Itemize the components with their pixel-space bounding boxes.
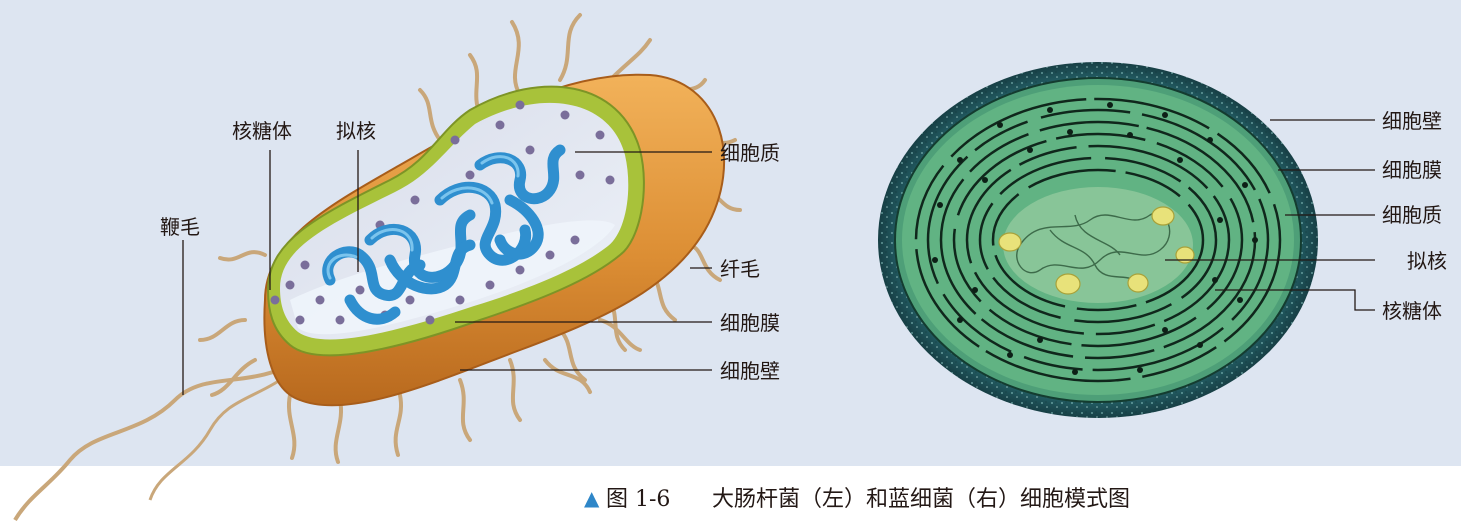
flagellum-shape (15, 360, 300, 520)
figure-caption: ▲ 图 1-6 大肠杆菌（左）和蓝细菌（右）细胞模式图 (584, 486, 1130, 512)
right-labels: 细胞壁 细胞膜 细胞质 拟核 核糖体 (1382, 109, 1447, 323)
label-nucleoid-right: 拟核 (1407, 249, 1447, 273)
caption-text: 大肠杆菌（左）和蓝细菌（右）细胞模式图 (712, 487, 1130, 512)
label-cytoplasm-left: 细胞质 (720, 141, 780, 165)
label-cell-wall-left: 细胞壁 (720, 359, 780, 383)
label-cell-wall-right: 细胞壁 (1382, 109, 1442, 133)
cyanobacterium-diagram: 细胞壁 细胞膜 细胞质 拟核 核糖体 (878, 62, 1447, 418)
caption-marker: ▲ (584, 486, 600, 510)
label-flagellum: 鞭毛 (160, 215, 200, 239)
label-nucleoid-left: 拟核 (336, 119, 376, 143)
label-ribosome-left: 核糖体 (232, 119, 292, 143)
label-pilus: 纤毛 (720, 257, 760, 281)
label-cell-membrane-right: 细胞膜 (1382, 158, 1442, 182)
label-cytoplasm-right: 细胞质 (1382, 203, 1442, 227)
label-ribosome-right: 核糖体 (1382, 299, 1442, 323)
ecoli-diagram: 核糖体 拟核 鞭毛 细胞质 纤毛 细胞膜 细胞壁 (15, 15, 780, 520)
label-cell-membrane-left: 细胞膜 (720, 311, 780, 335)
caption-number: 图 1-6 (606, 487, 670, 512)
